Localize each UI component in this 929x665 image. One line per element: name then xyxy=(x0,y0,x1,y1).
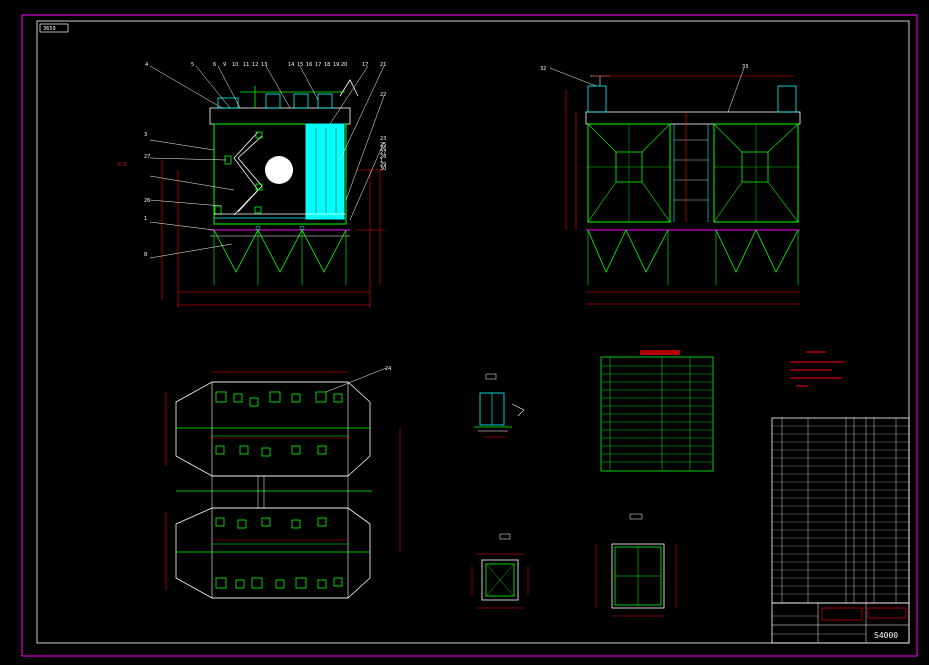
front-callout-26: 30 xyxy=(380,166,386,172)
front-view: C-1 xyxy=(118,65,385,308)
front-left-callout-1: 3 xyxy=(144,132,147,138)
front-callout-15: 20 xyxy=(341,62,347,68)
plan-callout-1: 24 xyxy=(385,366,391,372)
front-callout-12: 17 xyxy=(315,62,321,68)
front-callout-2: 5 xyxy=(191,62,194,68)
front-callout-1: 4 xyxy=(145,62,148,68)
bag-compartment xyxy=(305,123,345,220)
front-left-callout-2: 27 xyxy=(144,154,150,160)
inlet-circle xyxy=(265,156,293,184)
front-callout-7: 12 xyxy=(252,62,258,68)
front-callout-8: 13 xyxy=(261,62,267,68)
front-callout-9: 14 xyxy=(288,62,294,68)
front-callout-11: 16 xyxy=(306,62,312,68)
front-callout-6: 11 xyxy=(243,62,249,68)
plan-view-callouts: 24 xyxy=(385,366,391,372)
top-tag-text: 3659 xyxy=(43,26,56,32)
front-callout-13: 18 xyxy=(324,62,330,68)
front-left-callout-5: 8 xyxy=(144,252,147,258)
detail-support xyxy=(474,373,525,438)
side-callout-1: 32 xyxy=(540,66,546,72)
front-callout-20: 25 xyxy=(380,142,386,148)
plan-view xyxy=(165,367,401,599)
front-callout-3: 6 xyxy=(213,62,216,68)
front-callout-16: 17 xyxy=(362,62,368,68)
parts-table xyxy=(600,350,714,472)
front-callout-25: 29 xyxy=(380,162,386,168)
section-detail-left xyxy=(471,533,529,609)
front-callout-10: 15 xyxy=(297,62,303,68)
front-callout-22: 27 xyxy=(380,150,386,156)
front-callout-4: 9 xyxy=(223,62,226,68)
svg-text:C-1: C-1 xyxy=(118,162,126,168)
front-callout-18: 22 xyxy=(380,92,386,98)
front-callout-5: 10 xyxy=(232,62,238,68)
front-callout-24: 1 xyxy=(380,158,383,164)
outer-frame xyxy=(21,14,918,657)
front-callout-17: 21 xyxy=(380,62,386,68)
title-block: S4000 xyxy=(771,602,910,644)
bill-of-materials xyxy=(771,417,910,604)
front-left-callout-4: 1 xyxy=(144,216,147,222)
side-view xyxy=(549,67,801,305)
tech-notes xyxy=(790,351,844,387)
drawing-number: S4000 xyxy=(874,631,898,640)
front-callout-21: 26 xyxy=(380,146,386,152)
front-view-left-callouts: 3 27 26 1 8 xyxy=(144,132,150,258)
front-left-callout-3: 26 xyxy=(144,198,150,204)
side-callout-2: 33 xyxy=(742,64,748,70)
inner-frame xyxy=(36,20,910,644)
front-callout-19: 23 xyxy=(380,136,386,142)
top-tag-box xyxy=(39,23,69,33)
front-callout-23: 28 xyxy=(380,154,386,160)
side-view-callouts: 32 33 xyxy=(540,64,748,72)
front-callout-14: 19 xyxy=(333,62,339,68)
section-detail-right xyxy=(595,513,677,617)
